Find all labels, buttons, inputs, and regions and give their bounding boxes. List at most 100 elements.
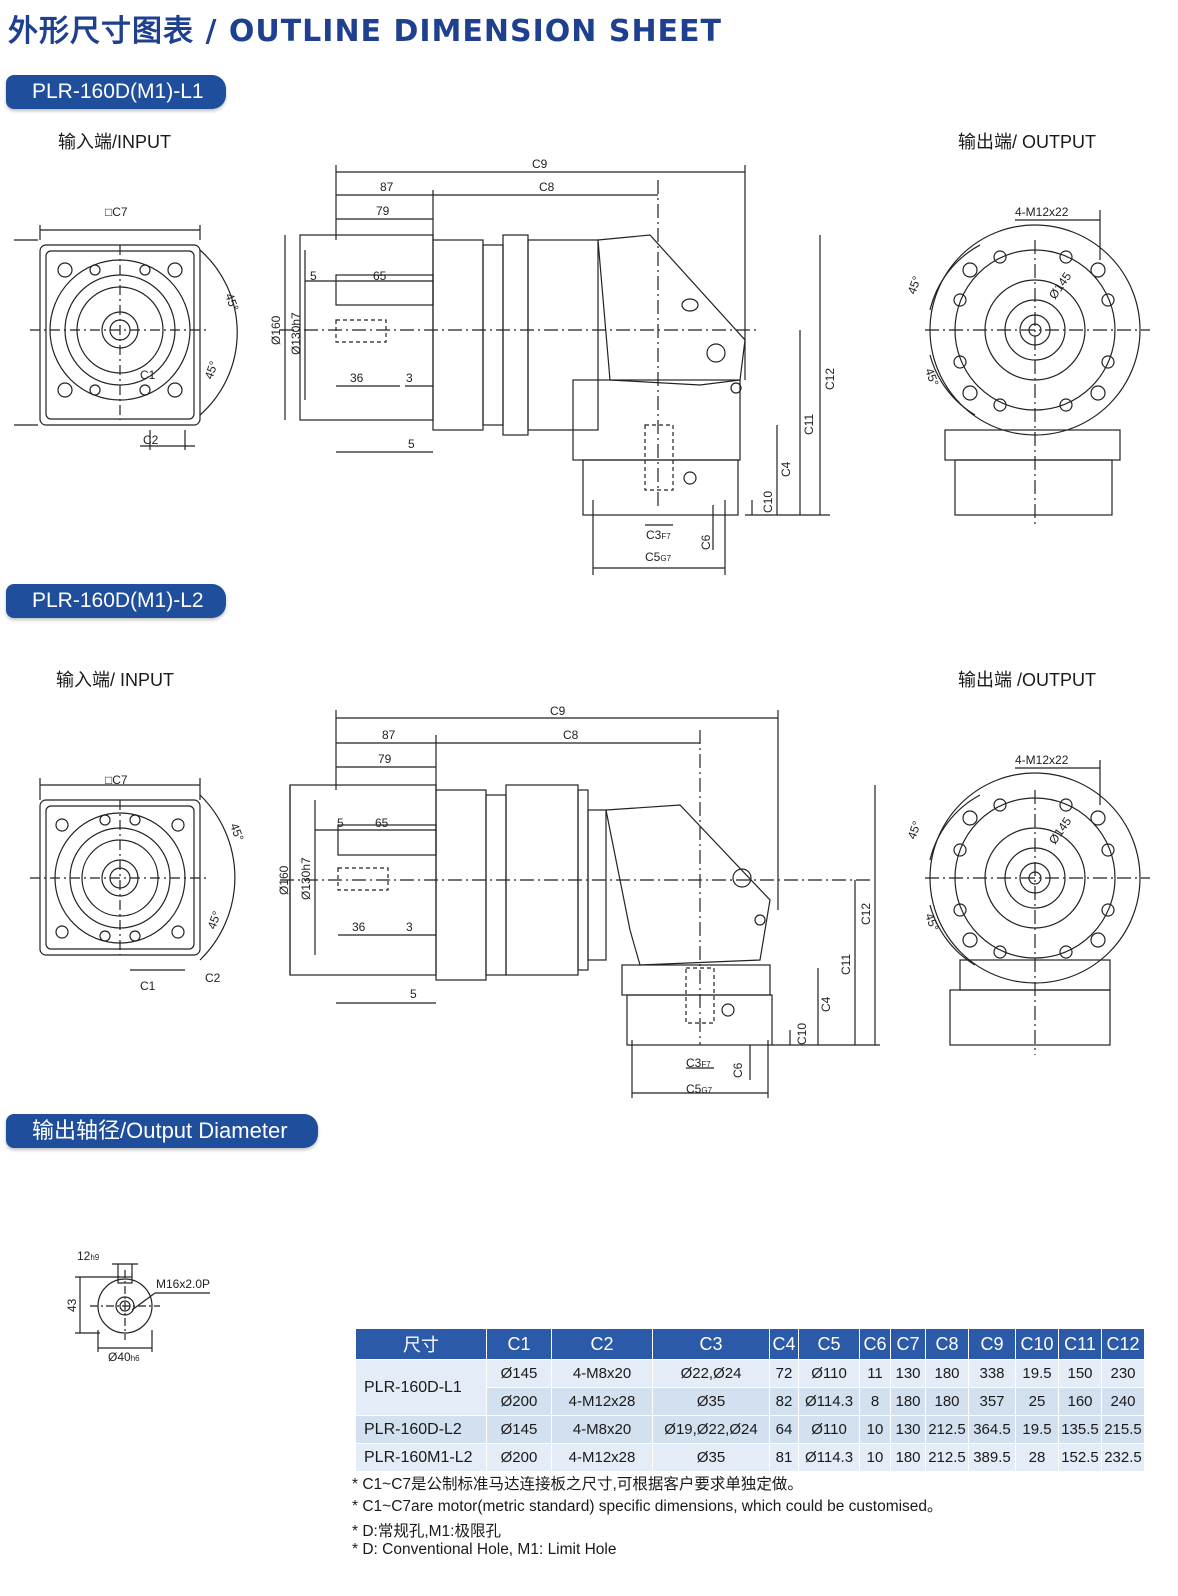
input-flange-view-l2 [30, 778, 236, 971]
cell: 232.5 [1101, 1443, 1145, 1472]
cell: 4-M8x20 [551, 1415, 653, 1444]
page-title: 外形尺寸图表 / OUTLINE DIMENSION SHEET [8, 14, 723, 49]
th-c4: C4 [769, 1328, 799, 1360]
cell: Ø114.3 [798, 1443, 860, 1472]
dim-c1-l2: C1 [140, 979, 156, 993]
dim-45-l2b: 45° [205, 909, 224, 931]
cell: 357 [968, 1387, 1016, 1416]
cell: 135.5 [1058, 1415, 1102, 1444]
table-row: PLR-160D-L2 Ø145 4-M8x20 Ø19,Ø22,Ø24 64 … [355, 1415, 1145, 1444]
dim-79-l1: 79 [376, 204, 390, 218]
dim-c2-l2: C2 [205, 971, 221, 985]
input-flange-view-l1 [14, 225, 238, 450]
drawing-l2: □C7 C1 C2 45° 45° C9 87 C8 79 5 65 36 3 … [30, 704, 1150, 1098]
cell: 180 [925, 1359, 969, 1388]
cell: 4-M12x28 [551, 1443, 653, 1472]
table-row: PLR-160M1-L2 Ø200 4-M12x28 Ø35 81 Ø114.3… [355, 1443, 1145, 1472]
th-c3: C3 [652, 1328, 770, 1360]
input-label-l1: 输入端/INPUT [58, 132, 172, 152]
row-model: PLR-160M1-L2 [355, 1443, 487, 1472]
cell: Ø145 [486, 1415, 552, 1444]
dim-pcd-l1: Ø145 [1046, 269, 1074, 301]
cell: 72 [769, 1359, 799, 1388]
dim-45-l2d: 45° [922, 911, 941, 933]
row-model: PLR-160D-L2 [355, 1415, 487, 1444]
dim-45-l2a: 45° [227, 821, 246, 843]
dim-45-l1b: 45° [202, 359, 221, 381]
dim-c11-l2: C11 [839, 954, 853, 975]
th-c11: C11 [1058, 1328, 1102, 1360]
cell: Ø200 [486, 1443, 552, 1472]
dim-c4-l1: C4 [779, 461, 793, 477]
dim-c8-l1: C8 [539, 180, 555, 194]
cell: 82 [769, 1387, 799, 1416]
cell: 11 [859, 1359, 891, 1388]
dim-bolt-l2: 4-M12x22 [1015, 753, 1069, 767]
th-c6: C6 [859, 1328, 891, 1360]
output-label-l1: 输出端/ OUTPUT [958, 132, 1096, 152]
cell: 338 [968, 1359, 1016, 1388]
dim-36-l2: 36 [352, 920, 366, 934]
cell: 19.5 [1015, 1359, 1059, 1388]
cell: 212.5 [925, 1415, 969, 1444]
th-c2: C2 [551, 1328, 653, 1360]
cell: 8 [859, 1387, 891, 1416]
dim-c2-l1: C2 [143, 433, 159, 447]
dim-87-l2: 87 [382, 728, 396, 742]
dim-c1-l1: C1 [140, 368, 156, 382]
dim-45-l1a: 45° [222, 291, 241, 313]
th-c9: C9 [968, 1328, 1016, 1360]
cell: 180 [890, 1443, 926, 1472]
cell: 212.5 [925, 1443, 969, 1472]
dimension-table: 尺寸 C1 C2 C3 C4 C5 C6 C7 C8 C9 C10 C11 C1… [355, 1328, 1145, 1472]
cell: 150 [1058, 1359, 1102, 1388]
note-cn-2: * D:常规孔,M1:极限孔 [352, 1523, 501, 1540]
cell: 180 [925, 1387, 969, 1416]
cell: Ø35 [652, 1443, 770, 1472]
note-en-1: * C1~C7are motor(metric standard) specif… [352, 1498, 943, 1515]
dim-45-l2c: 45° [905, 819, 924, 841]
cell: 64 [769, 1415, 799, 1444]
drawing-l1: □C7 C1 C2 45° 45° C9 87 C8 79 5 65 36 3 … [14, 157, 1150, 575]
dim-c4-l2: C4 [819, 996, 833, 1012]
dim-c7-l2: □C7 [105, 773, 128, 787]
dim-65-l2: 65 [375, 816, 389, 830]
dim-c8-l2: C8 [563, 728, 579, 742]
cell: 81 [769, 1443, 799, 1472]
output-label-l2: 输出端 /OUTPUT [958, 670, 1096, 690]
dim-5a-l1: 5 [310, 269, 317, 283]
cell: 130 [890, 1415, 926, 1444]
cell: Ø145 [486, 1359, 552, 1388]
th-c10: C10 [1015, 1328, 1059, 1360]
cell: Ø22,Ø24 [652, 1359, 770, 1388]
table-row: Ø200 4-M12x28 Ø35 82 Ø114.3 8 180 180 35… [356, 1387, 1145, 1416]
cell: 389.5 [968, 1443, 1016, 1472]
output-view-l2 [925, 760, 1150, 1055]
cell: 28 [1015, 1443, 1059, 1472]
cell: Ø19,Ø22,Ø24 [652, 1415, 770, 1444]
dim-130-l1: Ø130h7 [289, 312, 303, 355]
cell: 4-M12x28 [551, 1387, 653, 1416]
th-c8: C8 [925, 1328, 969, 1360]
cell: 180 [890, 1387, 926, 1416]
output-diameter-label: 输出轴径/Output Diameter [6, 1114, 318, 1148]
cell: 130 [890, 1359, 926, 1388]
dim-45-l1c: 45° [905, 274, 924, 296]
note-cn-1: * C1~C7是公制标准马达连接板之尺寸,可根据客户要求单独定做。 [352, 1476, 803, 1493]
cell: 152.5 [1058, 1443, 1102, 1472]
cell: 215.5 [1101, 1415, 1145, 1444]
cell: 364.5 [968, 1415, 1016, 1444]
note-en-2: * D: Conventional Hole, M1: Limit Hole [352, 1541, 617, 1558]
side-view-l2 [280, 710, 880, 1098]
dim-c12-l1: C12 [823, 368, 837, 390]
dim-130-l2: Ø130h7 [299, 857, 313, 900]
dim-c6-l1: C6 [699, 534, 713, 550]
th-c12: C12 [1101, 1328, 1145, 1360]
dim-c9-l2: C9 [550, 704, 566, 718]
dim-65-l1: 65 [373, 269, 387, 283]
table-header-row: 尺寸 C1 C2 C3 C4 C5 C6 C7 C8 C9 C10 C11 C1… [355, 1328, 1145, 1360]
cell: 10 [859, 1443, 891, 1472]
th-c5: C5 [798, 1328, 860, 1360]
cell: 19.5 [1015, 1415, 1059, 1444]
dim-5b-l1: 5 [408, 437, 415, 451]
